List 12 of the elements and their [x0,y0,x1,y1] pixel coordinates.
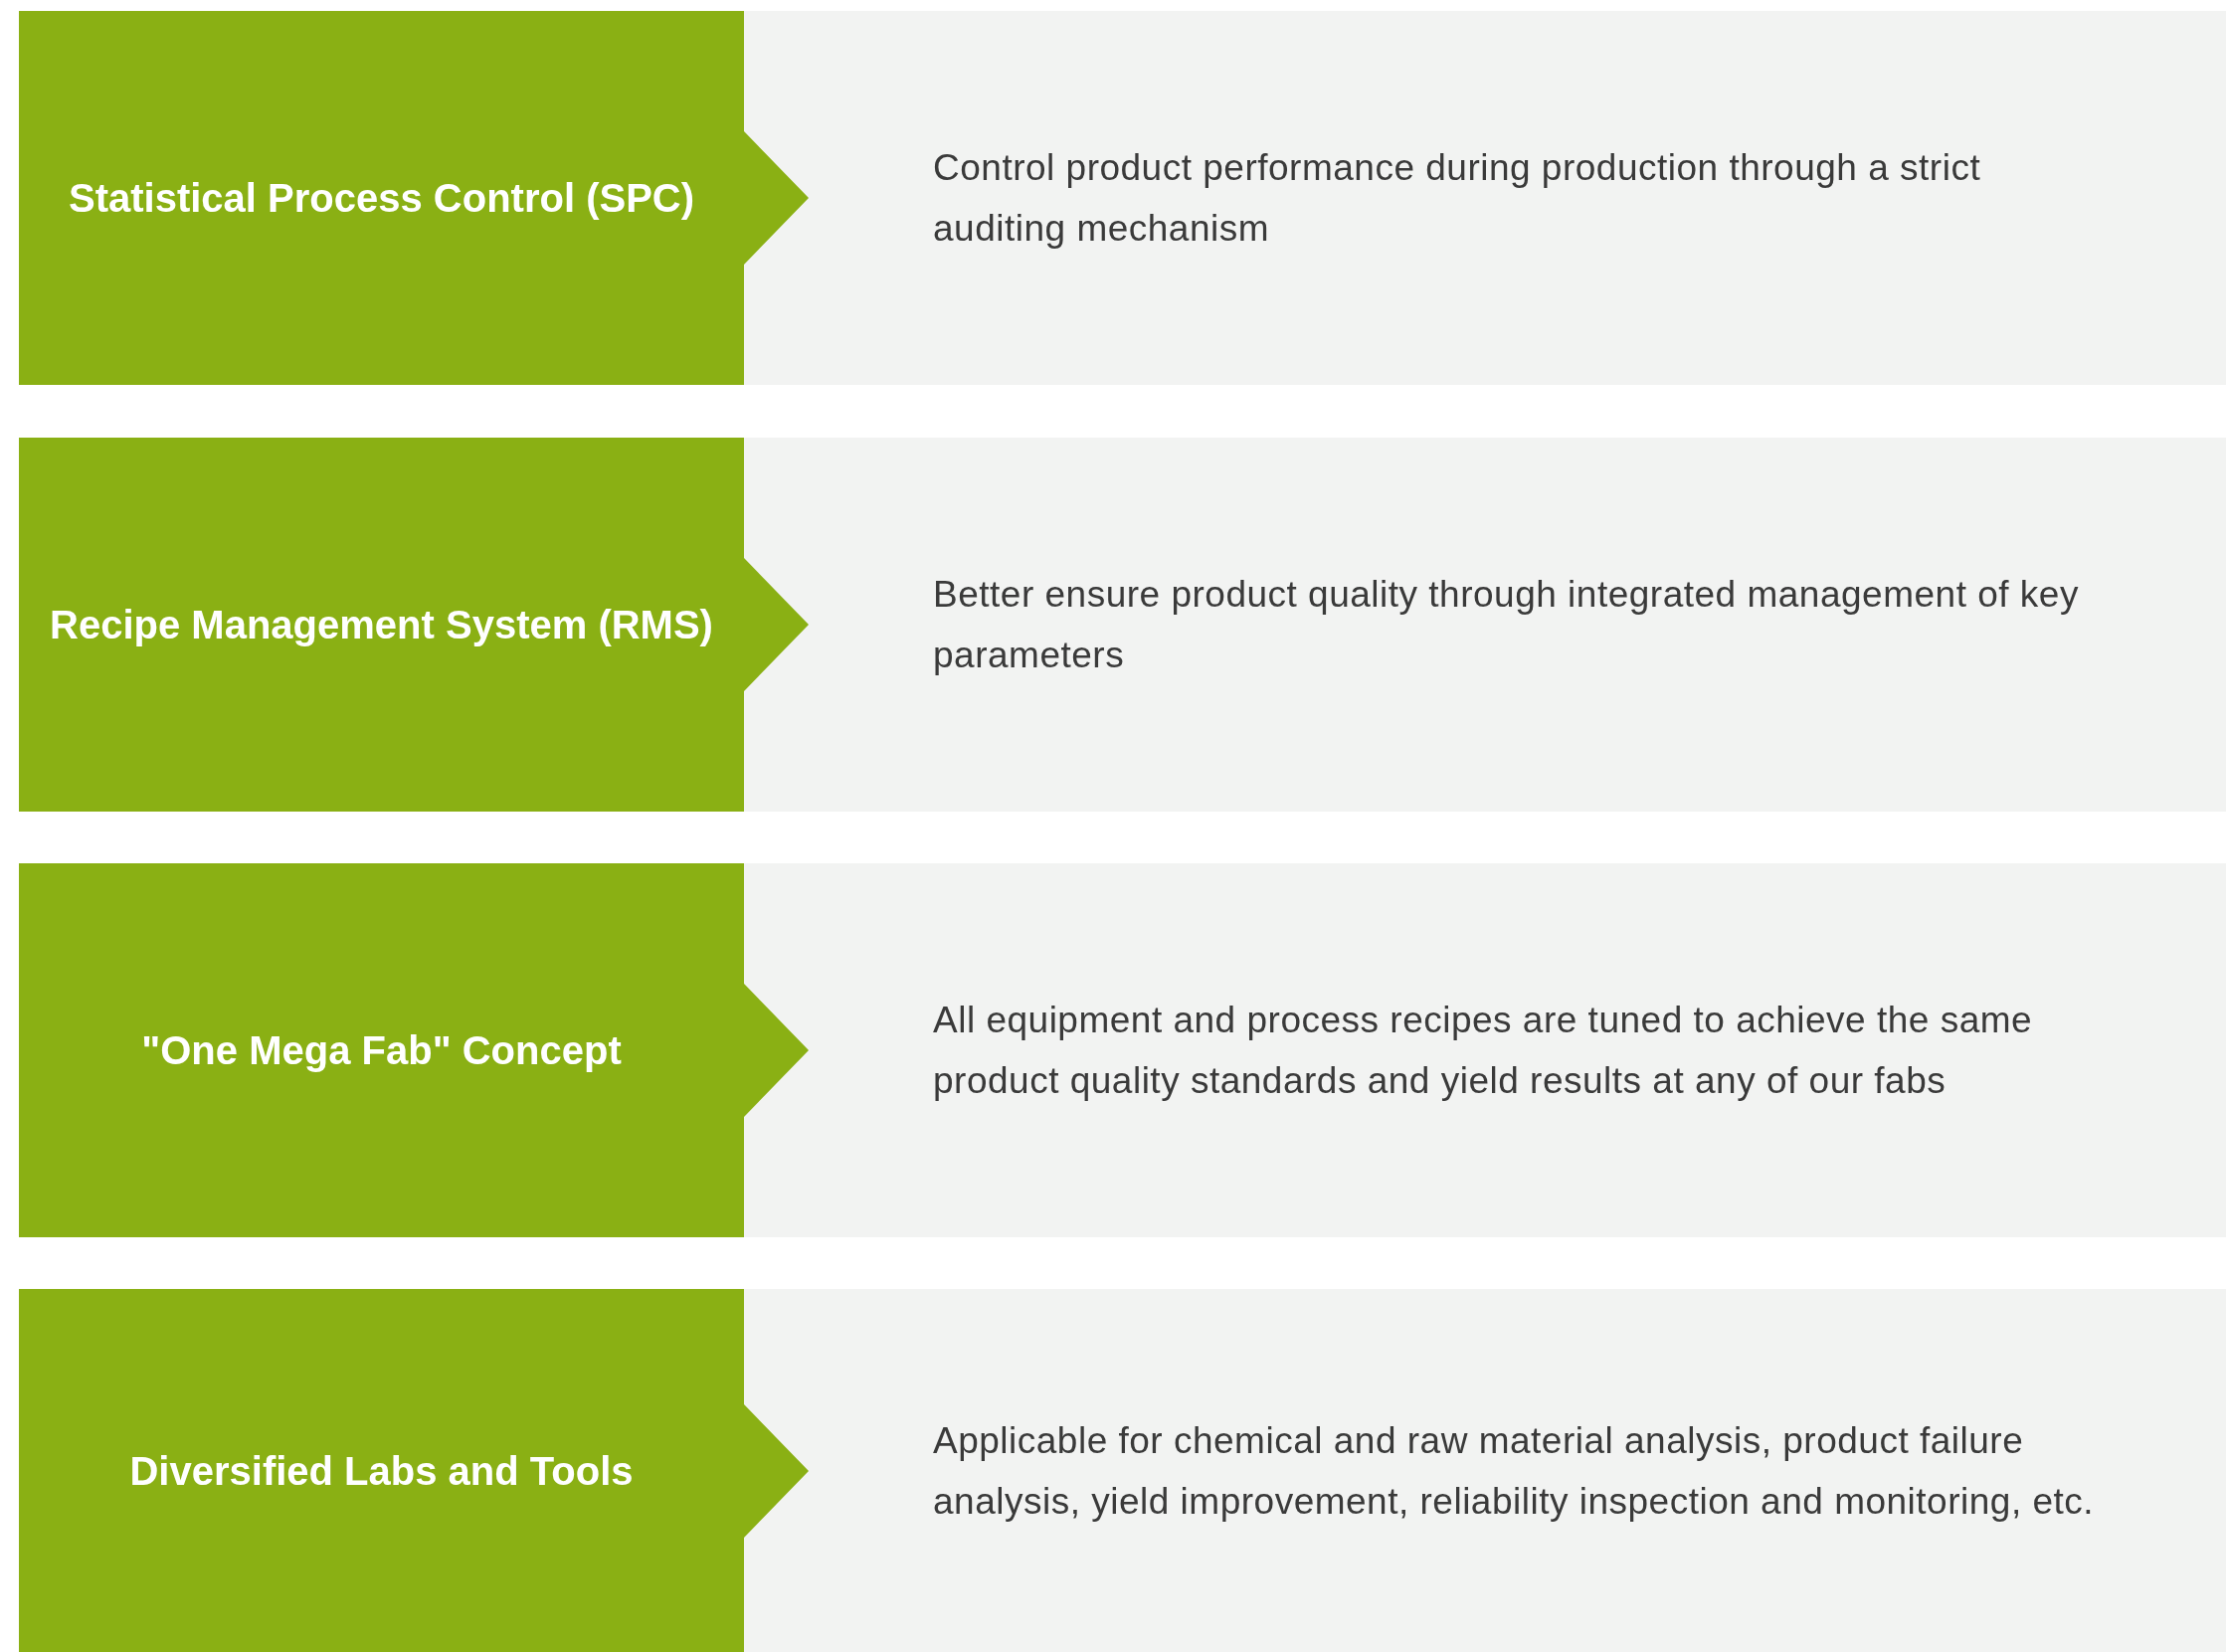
description-panel [744,438,2226,812]
step-title: Statistical Process Control (SPC) [67,175,695,222]
step-title: Diversified Labs and Tools [128,1448,635,1495]
description-text: Control product performance during production through a strict auditing mechanism [933,146,1982,251]
step-title: Recipe Management System (RMS) [49,602,714,648]
step-title: "One Mega Fab" Concept [140,1027,623,1074]
description-panel [744,1289,2226,1652]
description-text: Applicable for chemical and raw material analysis, product failure analysis, yield improvement, reliability inspection and monitoring, etc. [933,1419,2096,1524]
description-text: All equipment and process recipes are tuned to achieve the same product quality standards and yield results at any of our fabs [933,999,2034,1103]
description-text: Better ensure product quality through integrated management of key parameters [933,573,2080,677]
description-panel [744,863,2226,1237]
description-panel [744,11,2226,385]
